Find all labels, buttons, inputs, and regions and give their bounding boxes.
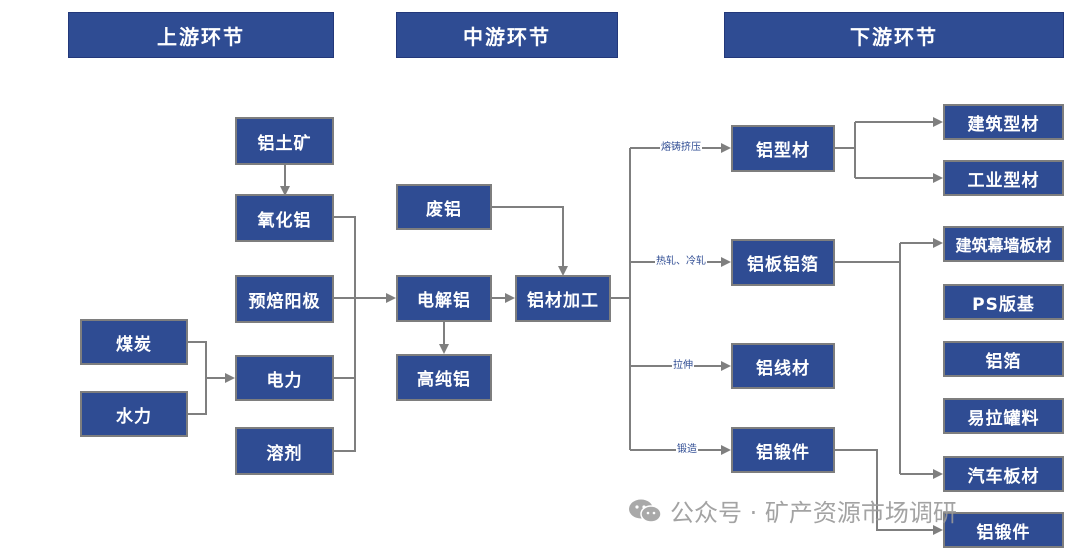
node-alumina: 氧化铝 bbox=[235, 194, 334, 242]
node-aluminum-forging: 铝锻件 bbox=[731, 427, 835, 473]
node-aluminum-wire: 铝线材 bbox=[731, 343, 835, 389]
arrow-to-forging-out bbox=[835, 449, 943, 535]
label-casting-extrusion: 熔铸挤压 bbox=[660, 142, 702, 154]
node-scrap-aluminum: 废铝 bbox=[396, 184, 492, 230]
bracket-coal-hydro bbox=[188, 341, 207, 415]
node-auto-plate: 汽车板材 bbox=[943, 456, 1064, 492]
wechat-icon bbox=[629, 499, 662, 523]
node-prebaked-anode: 预焙阳极 bbox=[235, 275, 334, 323]
node-can-stock: 易拉罐料 bbox=[943, 398, 1064, 434]
node-electrolytic-aluminum: 电解铝 bbox=[396, 275, 492, 322]
node-building-profile: 建筑型材 bbox=[943, 104, 1064, 140]
label-hot-cold-rolling: 热轧、冷轧 bbox=[655, 256, 707, 268]
header-upstream: 上游环节 bbox=[68, 12, 334, 58]
arrow-scrap-processing bbox=[492, 206, 568, 276]
node-aluminum-plate-foil: 铝板铝箔 bbox=[731, 239, 835, 286]
header-midstream: 中游环节 bbox=[396, 12, 618, 58]
bracket-upstream bbox=[334, 216, 356, 452]
label-drawing: 拉伸 bbox=[672, 360, 694, 372]
node-ps-plate: PS版基 bbox=[943, 284, 1064, 320]
label-forging: 锻造 bbox=[676, 444, 698, 456]
node-industrial-profile: 工业型材 bbox=[943, 160, 1064, 196]
node-curtain-wall-plate: 建筑幕墙板材 bbox=[943, 226, 1064, 262]
node-aluminum-profile: 铝型材 bbox=[731, 125, 835, 172]
node-bauxite: 铝土矿 bbox=[235, 117, 334, 165]
header-downstream: 下游环节 bbox=[724, 12, 1064, 58]
watermark: 公众号 · 矿产资源市场调研 bbox=[628, 493, 957, 528]
node-aluminum-forging-output: 铝锻件 bbox=[943, 512, 1064, 548]
node-aluminum-foil: 铝箔 bbox=[943, 341, 1064, 377]
node-flux: 溶剂 bbox=[235, 427, 334, 475]
node-high-purity-aluminum: 高纯铝 bbox=[396, 354, 492, 401]
node-hydro: 水力 bbox=[80, 391, 188, 437]
watermark-text: 公众号 · 矿产资源市场调研 bbox=[670, 499, 957, 527]
node-coal: 煤炭 bbox=[80, 319, 188, 365]
node-power: 电力 bbox=[235, 355, 334, 401]
node-aluminum-processing: 铝材加工 bbox=[515, 275, 611, 322]
